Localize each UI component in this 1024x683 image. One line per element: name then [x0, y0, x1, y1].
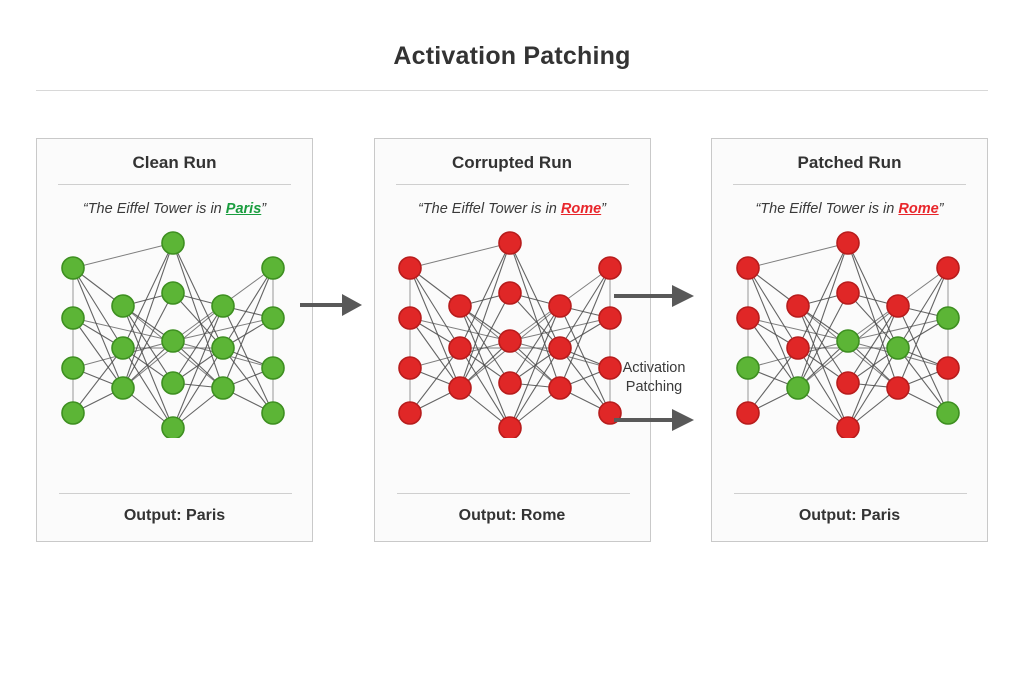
panel-prompt: “The Eiffel Tower is in Rome” [418, 201, 606, 217]
network-node [498, 281, 522, 305]
panel-title-divider [733, 184, 966, 185]
panel-title: Clean Run [132, 153, 217, 172]
network-node [935, 306, 960, 330]
network-node [835, 329, 860, 353]
network-node [448, 376, 472, 400]
network-node [735, 356, 760, 380]
patch-label-line-1: Activation [622, 360, 686, 376]
network-node [935, 356, 960, 380]
network-node [260, 356, 285, 380]
network-node [735, 401, 760, 425]
prompt-token: Rome [898, 201, 939, 217]
network-node [835, 231, 860, 255]
network-node [398, 356, 422, 380]
network-node [160, 416, 185, 438]
network-node [598, 256, 622, 280]
panel-output-divider [734, 493, 967, 494]
network-node [598, 306, 622, 330]
network-node [260, 256, 285, 280]
panel-title-divider [395, 184, 629, 185]
network-node [785, 336, 810, 360]
network-node [498, 231, 522, 255]
prompt-prefix: “The Eiffel Tower is in [755, 201, 899, 217]
panel-output-divider [396, 493, 630, 494]
network-node [548, 294, 572, 318]
network-node [598, 401, 622, 425]
panel-title: Patched Run [797, 153, 902, 172]
prompt-prefix: “The Eiffel Tower is in [417, 201, 561, 217]
network-node [785, 376, 810, 400]
network-node [885, 294, 910, 318]
panel-prompt: “The Eiffel Tower is in Paris” [83, 201, 266, 217]
title-bar: Activation Patching [0, 42, 1024, 71]
panel-output-divider [59, 493, 292, 494]
prompt-suffix: ” [938, 201, 944, 217]
prompt-suffix: ” [601, 201, 607, 217]
panel-patched-run: Patched Run “The Eiffel Tower is in Rome… [711, 138, 988, 542]
network-node [398, 256, 422, 280]
panel-output-label: Output: Paris [123, 507, 226, 524]
network-node [60, 306, 85, 330]
activation-patching-label: Activation Patching [598, 359, 710, 397]
network-node [548, 376, 572, 400]
network-node [260, 401, 285, 425]
network-node [160, 281, 185, 305]
network-node [448, 294, 472, 318]
panel-title: Corrupted Run [452, 153, 572, 172]
network-node [935, 256, 960, 280]
network-node [885, 336, 910, 360]
network-node [160, 231, 185, 255]
network-node [835, 416, 860, 438]
network-node [598, 356, 622, 380]
panel-title-divider [58, 184, 291, 185]
page-title: Activation Patching [393, 42, 631, 70]
network-node [110, 376, 135, 400]
panel-corrupted-run: Corrupted Run “The Eiffel Tower is in Ro… [373, 138, 651, 542]
network-node [935, 401, 960, 425]
network-node [160, 371, 185, 395]
network-node [110, 294, 135, 318]
neural-network-diagram [45, 223, 305, 438]
patch-label-line-2: Patching [625, 379, 683, 395]
network-node [60, 356, 85, 380]
prompt-suffix: ” [261, 201, 267, 217]
network-node [110, 336, 135, 360]
prompt-token: Rome [560, 201, 602, 217]
prompt-prefix: “The Eiffel Tower is in [82, 201, 226, 217]
network-node [160, 329, 185, 353]
panel-output-label: Output: Rome [458, 507, 566, 524]
panel-output-label: Output: Paris [798, 507, 901, 524]
network-node [498, 416, 522, 438]
network-node [735, 306, 760, 330]
network-node [60, 401, 85, 425]
neural-network-diagram [382, 223, 642, 438]
network-node [835, 281, 860, 305]
panel-prompt: “The Eiffel Tower is in Rome” [755, 201, 943, 217]
network-node [210, 294, 235, 318]
network-node [785, 294, 810, 318]
network-node [548, 336, 572, 360]
panel-clean-run: Clean Run “The Eiffel Tower is in Paris”… [36, 138, 313, 542]
network-node [735, 256, 760, 280]
network-node [498, 329, 522, 353]
network-node [60, 256, 85, 280]
panel-row: Clean Run “The Eiffel Tower is in Paris”… [36, 138, 988, 542]
network-node [835, 371, 860, 395]
network-node [210, 376, 235, 400]
network-node [885, 376, 910, 400]
network-node [448, 336, 472, 360]
title-divider [36, 90, 988, 91]
network-node [498, 371, 522, 395]
network-node [398, 401, 422, 425]
network-node [398, 306, 422, 330]
network-node [260, 306, 285, 330]
prompt-token: Paris [225, 201, 262, 217]
neural-network-diagram [720, 223, 980, 438]
network-node [210, 336, 235, 360]
